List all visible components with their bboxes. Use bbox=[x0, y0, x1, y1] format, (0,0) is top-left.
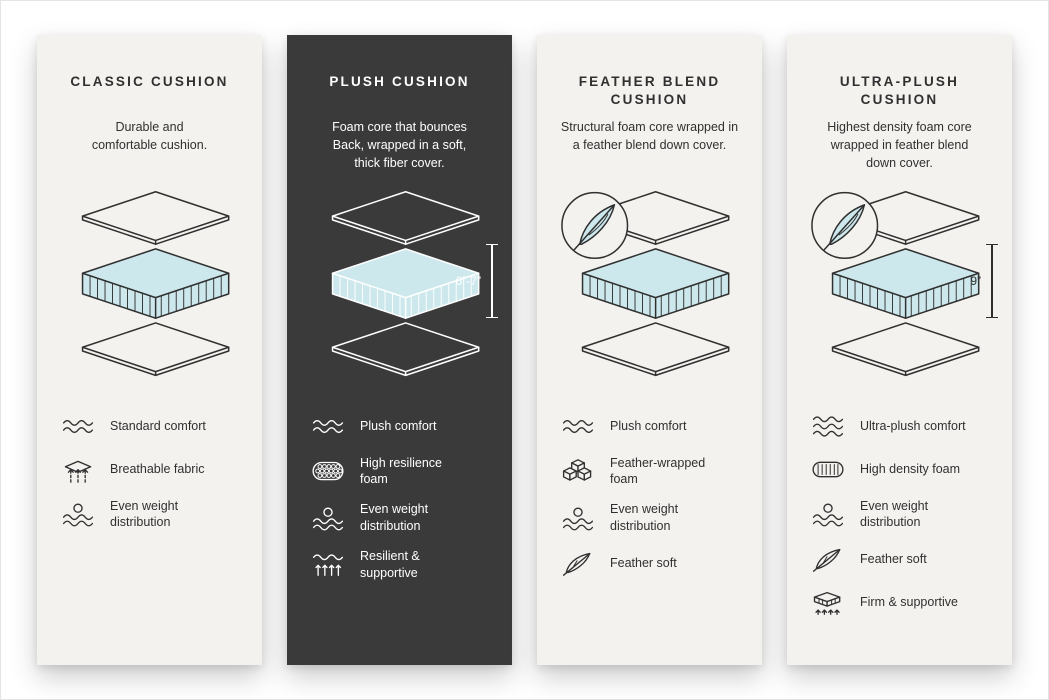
feature-row: Feather soft bbox=[809, 544, 990, 574]
card-classic-cushion: CLASSIC CUSHION Durable and comfortable … bbox=[37, 35, 262, 665]
feature-row: Ultra-plush comfort bbox=[809, 412, 990, 442]
waves-icon bbox=[59, 413, 97, 440]
feather-badge-icon bbox=[560, 191, 628, 259]
weight-distribution-icon bbox=[59, 501, 97, 528]
illustration-area bbox=[559, 188, 740, 390]
illustration-area bbox=[59, 188, 240, 390]
cushion-cover-layer bbox=[331, 190, 479, 245]
cushion-cover-layer bbox=[81, 321, 229, 376]
feather-icon bbox=[559, 550, 597, 577]
feather-icon bbox=[809, 546, 847, 573]
feature-label: Standard comfort bbox=[110, 419, 206, 434]
feature-label: Plush comfort bbox=[610, 419, 687, 434]
feature-row: Plush comfort bbox=[309, 412, 490, 442]
card-title: FEATHER BLEND CUSHION bbox=[578, 74, 721, 108]
breathable-fabric-icon bbox=[59, 456, 97, 483]
weight-distribution-icon bbox=[809, 501, 847, 528]
feature-row: High density foam bbox=[809, 455, 990, 485]
feature-label: High resilience foam bbox=[360, 455, 442, 487]
cushion-illustration bbox=[311, 188, 489, 381]
cushion-cover-layer bbox=[581, 321, 729, 376]
feature-row: Even weight distribution bbox=[59, 498, 240, 532]
waves-icon bbox=[559, 413, 597, 440]
height-measurement: 6”-7” bbox=[455, 243, 498, 318]
cushion-cover-layer bbox=[331, 321, 479, 376]
feature-list: Plush comfort High resilience foam Even … bbox=[309, 412, 490, 582]
feature-label: Feather-wrapped foam bbox=[610, 455, 706, 487]
weight-distribution-icon bbox=[309, 505, 347, 532]
illustration-area: 9” bbox=[809, 188, 998, 390]
feature-label: Even weight distribution bbox=[860, 498, 929, 530]
foam-core-layer bbox=[81, 247, 229, 319]
card-title: CLASSIC CUSHION bbox=[70, 74, 229, 89]
feature-label: Firm & supportive bbox=[860, 594, 958, 609]
illustration-area: 6”-7” bbox=[309, 188, 498, 390]
foam-bricks-icon bbox=[559, 458, 597, 485]
cushion-diagram bbox=[81, 190, 229, 376]
feature-row: Feather-wrapped foam bbox=[559, 455, 740, 489]
feature-label: Feather soft bbox=[610, 555, 677, 570]
feature-list: Plush comfort Feather-wrapped foam Even … bbox=[559, 412, 740, 579]
feature-label: High density foam bbox=[860, 462, 961, 477]
card-title: ULTRA-PLUSH CUSHION bbox=[839, 74, 960, 108]
foam-core-layer bbox=[331, 247, 479, 319]
firm-support-icon bbox=[809, 589, 847, 616]
feature-label: Resilient & supportive bbox=[360, 549, 420, 580]
cushion-illustration bbox=[560, 188, 739, 381]
cushion-diagram bbox=[810, 190, 979, 376]
foam-core-layer bbox=[831, 247, 979, 319]
feature-label: Even weight distribution bbox=[610, 502, 679, 534]
feature-row: Feather soft bbox=[559, 548, 740, 578]
measurement-label: 6”-7” bbox=[455, 273, 481, 288]
card-description: Durable and comfortable cushion. bbox=[91, 120, 208, 152]
feature-row: Standard comfort bbox=[59, 412, 240, 442]
card-title: PLUSH CUSHION bbox=[329, 74, 470, 89]
cushion-diagram bbox=[560, 190, 729, 376]
feature-label: Plush comfort bbox=[360, 419, 437, 434]
feature-row: Resilient & supportive bbox=[309, 548, 490, 582]
feature-row: High resilience foam bbox=[309, 455, 490, 489]
height-measurement: 9” bbox=[970, 243, 998, 318]
card-feather-blend-cushion: FEATHER BLEND CUSHION Structural foam co… bbox=[537, 35, 762, 665]
card-plush-cushion: PLUSH CUSHION Foam core that bounces Bac… bbox=[287, 35, 512, 665]
cushion-cover-layer bbox=[831, 321, 979, 376]
feature-label: Even weight distribution bbox=[360, 502, 429, 534]
cushion-illustration bbox=[61, 188, 239, 381]
feature-row: Even weight distribution bbox=[809, 498, 990, 532]
card-ultra-plush-cushion: ULTRA-PLUSH CUSHION Highest density foam… bbox=[787, 35, 1012, 665]
waves-icon bbox=[809, 413, 847, 440]
feature-row: Breathable fabric bbox=[59, 455, 240, 485]
resilience-foam-icon bbox=[309, 458, 347, 485]
measurement-line-icon bbox=[986, 243, 998, 318]
feature-label: Ultra-plush comfort bbox=[860, 419, 966, 434]
density-foam-icon bbox=[809, 456, 847, 483]
cushion-illustration bbox=[810, 188, 989, 381]
feature-label: Feather soft bbox=[860, 551, 927, 566]
waves-icon bbox=[309, 413, 347, 440]
feature-row: Even weight distribution bbox=[559, 501, 740, 535]
measurement-label: 9” bbox=[970, 273, 981, 288]
card-description: Highest density foam core wrapped in fea… bbox=[827, 120, 972, 170]
foam-core-layer bbox=[581, 247, 729, 319]
feature-row: Plush comfort bbox=[559, 412, 740, 442]
feather-badge-icon bbox=[810, 191, 878, 259]
feature-row: Firm & supportive bbox=[809, 587, 990, 617]
measurement-line-icon bbox=[486, 243, 498, 318]
card-description: Structural foam core wrapped in a feathe… bbox=[560, 120, 739, 152]
feature-label: Even weight distribution bbox=[110, 498, 179, 530]
feature-label: Breathable fabric bbox=[110, 462, 205, 477]
cushion-cover-layer bbox=[81, 190, 229, 245]
weight-distribution-icon bbox=[559, 505, 597, 532]
cushion-diagram bbox=[331, 190, 479, 376]
card-description: Foam core that bounces Back, wrapped in … bbox=[332, 120, 467, 170]
feature-list: Standard comfort Breathable fabric Even … bbox=[59, 412, 240, 532]
feature-list: Ultra-plush comfort High density foam Ev… bbox=[809, 412, 990, 618]
feature-row: Even weight distribution bbox=[309, 501, 490, 535]
resilient-support-icon bbox=[309, 551, 347, 578]
